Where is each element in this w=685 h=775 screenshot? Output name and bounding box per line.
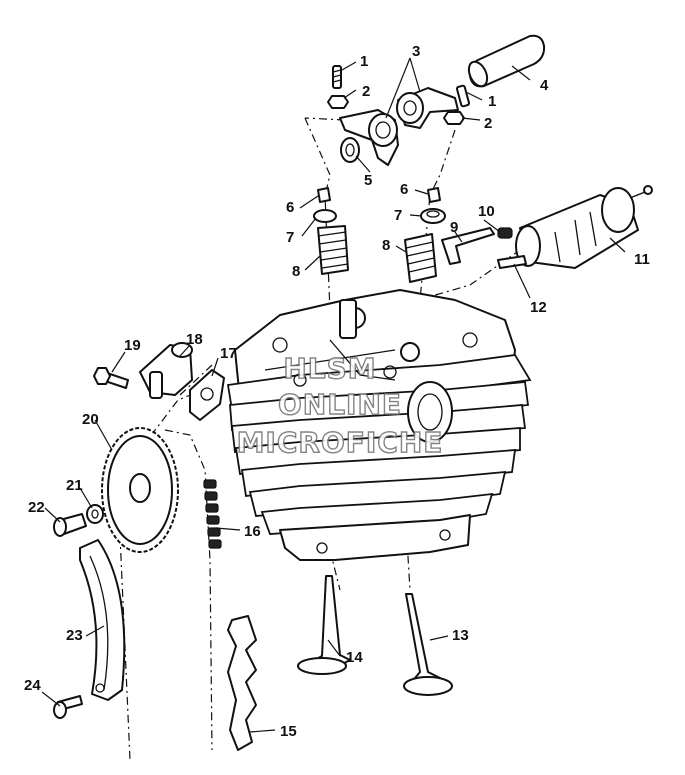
watermark: HLSM ONLINE MICROFICHE <box>236 351 444 459</box>
valve-retainer-left <box>313 209 337 223</box>
cylinder-head <box>226 289 532 561</box>
exhaust-valve <box>297 575 351 675</box>
decompression-lever <box>441 227 495 265</box>
callout-5: 5 <box>364 172 372 189</box>
callout-2-left: 2 <box>362 83 370 100</box>
tensioner-bolt <box>93 367 129 389</box>
callout-17: 17 <box>220 345 237 362</box>
callout-24: 24 <box>24 677 41 694</box>
callout-23: 23 <box>66 627 83 644</box>
rocker-arm-right <box>396 87 459 129</box>
callout-9: 9 <box>450 219 458 236</box>
callout-labels: 1 1 2 2 3 4 5 6 6 7 7 8 8 9 10 11 12 13 … <box>24 43 650 740</box>
callout-22: 22 <box>28 499 45 516</box>
callout-20: 20 <box>82 411 99 428</box>
callout-7-right: 7 <box>394 207 402 224</box>
callout-12: 12 <box>530 299 547 316</box>
watermark-line-3: MICROFICHE <box>237 426 444 459</box>
intake-valve <box>403 593 453 696</box>
callout-1-right: 1 <box>488 93 496 110</box>
valve-spring-left <box>317 225 349 275</box>
cam-sprocket <box>101 427 179 553</box>
callout-10: 10 <box>478 203 495 220</box>
lock-nut-left <box>327 95 349 109</box>
tensioner-gasket <box>189 369 225 421</box>
callout-8-left: 8 <box>292 263 300 280</box>
leader-lines <box>41 57 626 733</box>
callout-6-right: 6 <box>400 181 408 198</box>
rocker-shaft <box>467 34 546 88</box>
callout-2-right: 2 <box>484 115 492 132</box>
callout-11: 11 <box>634 251 650 268</box>
camshaft <box>515 185 653 269</box>
lever-spring <box>497 227 513 239</box>
callout-15: 15 <box>280 723 297 740</box>
callout-13: 13 <box>452 627 469 644</box>
guide-bolt <box>53 695 83 719</box>
callout-14: 14 <box>346 649 363 666</box>
chain-guide-rear <box>227 615 257 751</box>
adjuster-screw-left <box>332 65 342 89</box>
watermark-line-1: HLSM <box>283 352 376 385</box>
cam-chain <box>203 479 222 549</box>
valve-keeper-left <box>317 187 331 203</box>
adjuster-screw-right <box>455 84 471 108</box>
rocker-washer <box>340 137 360 163</box>
callout-6-left: 6 <box>286 199 294 216</box>
callout-16: 16 <box>244 523 261 540</box>
callout-4: 4 <box>540 77 549 94</box>
callout-7-left: 7 <box>286 229 294 246</box>
valve-spring-right <box>404 233 437 283</box>
callout-3: 3 <box>412 43 420 60</box>
callout-21: 21 <box>66 477 83 494</box>
callout-19: 19 <box>124 337 141 354</box>
sprocket-bolt <box>53 513 87 537</box>
rocker-arm-left <box>339 109 399 166</box>
lock-nut-right <box>443 111 465 125</box>
valve-keeper-right <box>427 187 441 203</box>
callout-18: 18 <box>186 331 203 348</box>
chain-guide-front <box>79 539 126 701</box>
callout-8-right: 8 <box>382 237 390 254</box>
tensioner-body <box>139 342 193 399</box>
watermark-line-2: ONLINE <box>278 388 402 421</box>
callout-1-left: 1 <box>360 53 368 70</box>
sprocket-washer <box>86 504 104 524</box>
valve-retainer-right <box>420 208 446 224</box>
dowel-pin <box>497 255 527 269</box>
valve-stem-top <box>339 299 357 339</box>
